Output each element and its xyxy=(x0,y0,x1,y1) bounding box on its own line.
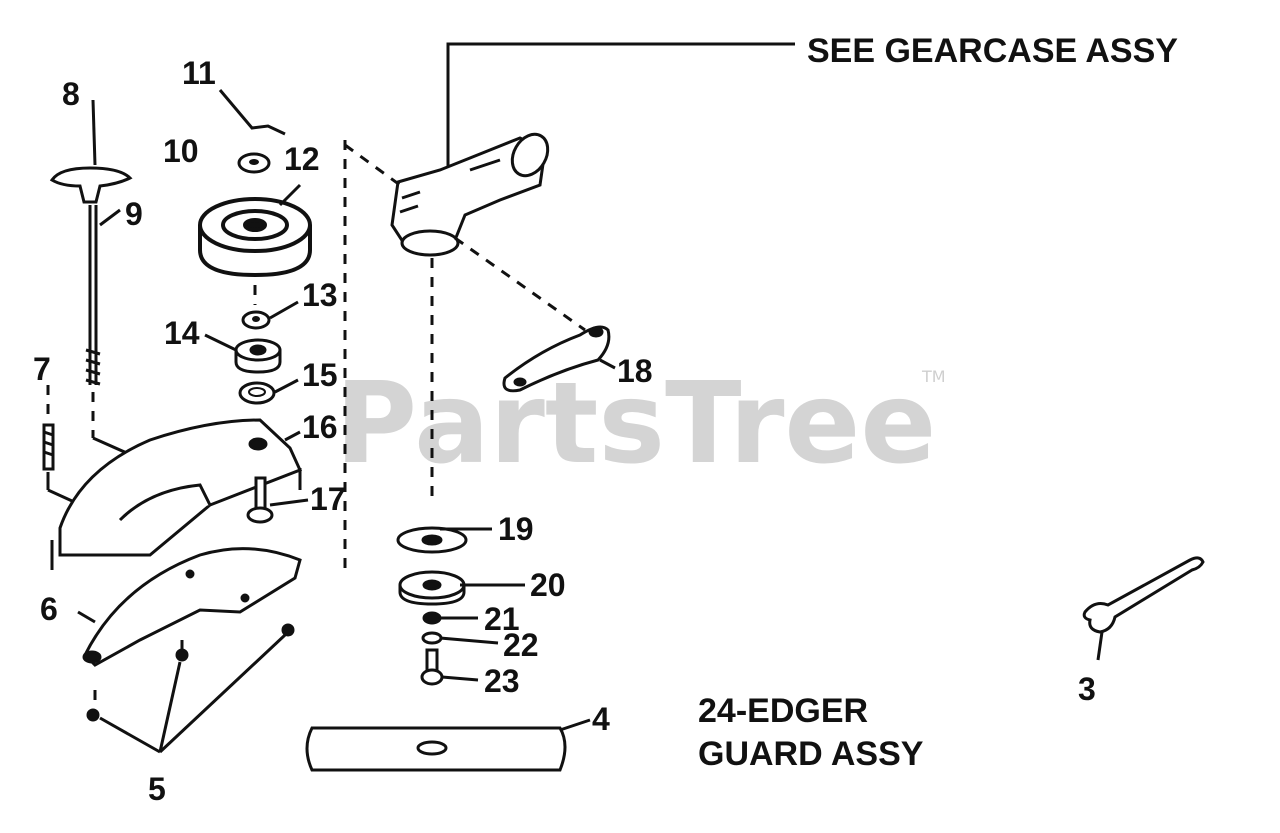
part-number-labels: 3 4 5 6 7 8 9 10 11 12 13 14 15 16 17 18… xyxy=(33,55,1096,807)
label-11: 11 xyxy=(182,55,216,91)
part-21-washer xyxy=(422,611,442,625)
label-21: 21 xyxy=(484,601,520,637)
label-23: 23 xyxy=(484,663,520,699)
label-9: 9 xyxy=(125,196,143,232)
gearcase-assembly xyxy=(390,132,550,257)
part-8-knob xyxy=(49,166,133,204)
label-4: 4 xyxy=(592,701,610,737)
part-4-blade xyxy=(305,726,567,772)
label-14: 14 xyxy=(164,315,200,351)
part-20-flange xyxy=(398,570,466,606)
label-5: 5 xyxy=(148,771,166,807)
label-8: 8 xyxy=(62,76,80,112)
label-22: 22 xyxy=(503,627,539,663)
part-9-threaded-rod xyxy=(85,205,101,386)
part-6-edger-plate xyxy=(82,547,302,667)
part-14-bearing xyxy=(234,338,282,374)
label-20: 20 xyxy=(530,567,566,603)
part-3-wrench xyxy=(1082,556,1205,661)
trademark-mark: TM xyxy=(921,367,946,386)
part-23-bolt xyxy=(420,648,444,686)
label-6: 6 xyxy=(40,591,58,627)
part-16-guard xyxy=(50,418,303,570)
label-13: 13 xyxy=(302,277,338,313)
part-18-clamp xyxy=(502,325,611,393)
label-12: 12 xyxy=(284,141,320,177)
label-16: 16 xyxy=(302,409,338,445)
label-3: 3 xyxy=(1078,671,1096,707)
part-22-lock-washer xyxy=(421,631,443,645)
part-19-cup-washer xyxy=(396,526,468,554)
label-19: 19 xyxy=(498,511,534,547)
part-7-screw xyxy=(42,385,55,471)
part-5-screws xyxy=(86,623,295,754)
label-18: 18 xyxy=(617,353,653,389)
guard-assy-note-line2: GUARD ASSY xyxy=(698,735,924,773)
label-7: 7 xyxy=(33,351,51,387)
gearcase-leader xyxy=(446,42,795,168)
guard-assy-note-line1: 24-EDGER xyxy=(698,692,868,730)
part-11-clip xyxy=(218,89,286,136)
leader-lines xyxy=(77,99,616,732)
label-17: 17 xyxy=(310,481,346,517)
part-12-spool xyxy=(198,197,312,278)
gearcase-note: SEE GEARCASE ASSY xyxy=(807,32,1178,70)
label-15: 15 xyxy=(302,357,338,393)
part-17-screw xyxy=(246,476,274,524)
label-10: 10 xyxy=(163,133,199,169)
watermark: PartsTree xyxy=(335,359,936,489)
